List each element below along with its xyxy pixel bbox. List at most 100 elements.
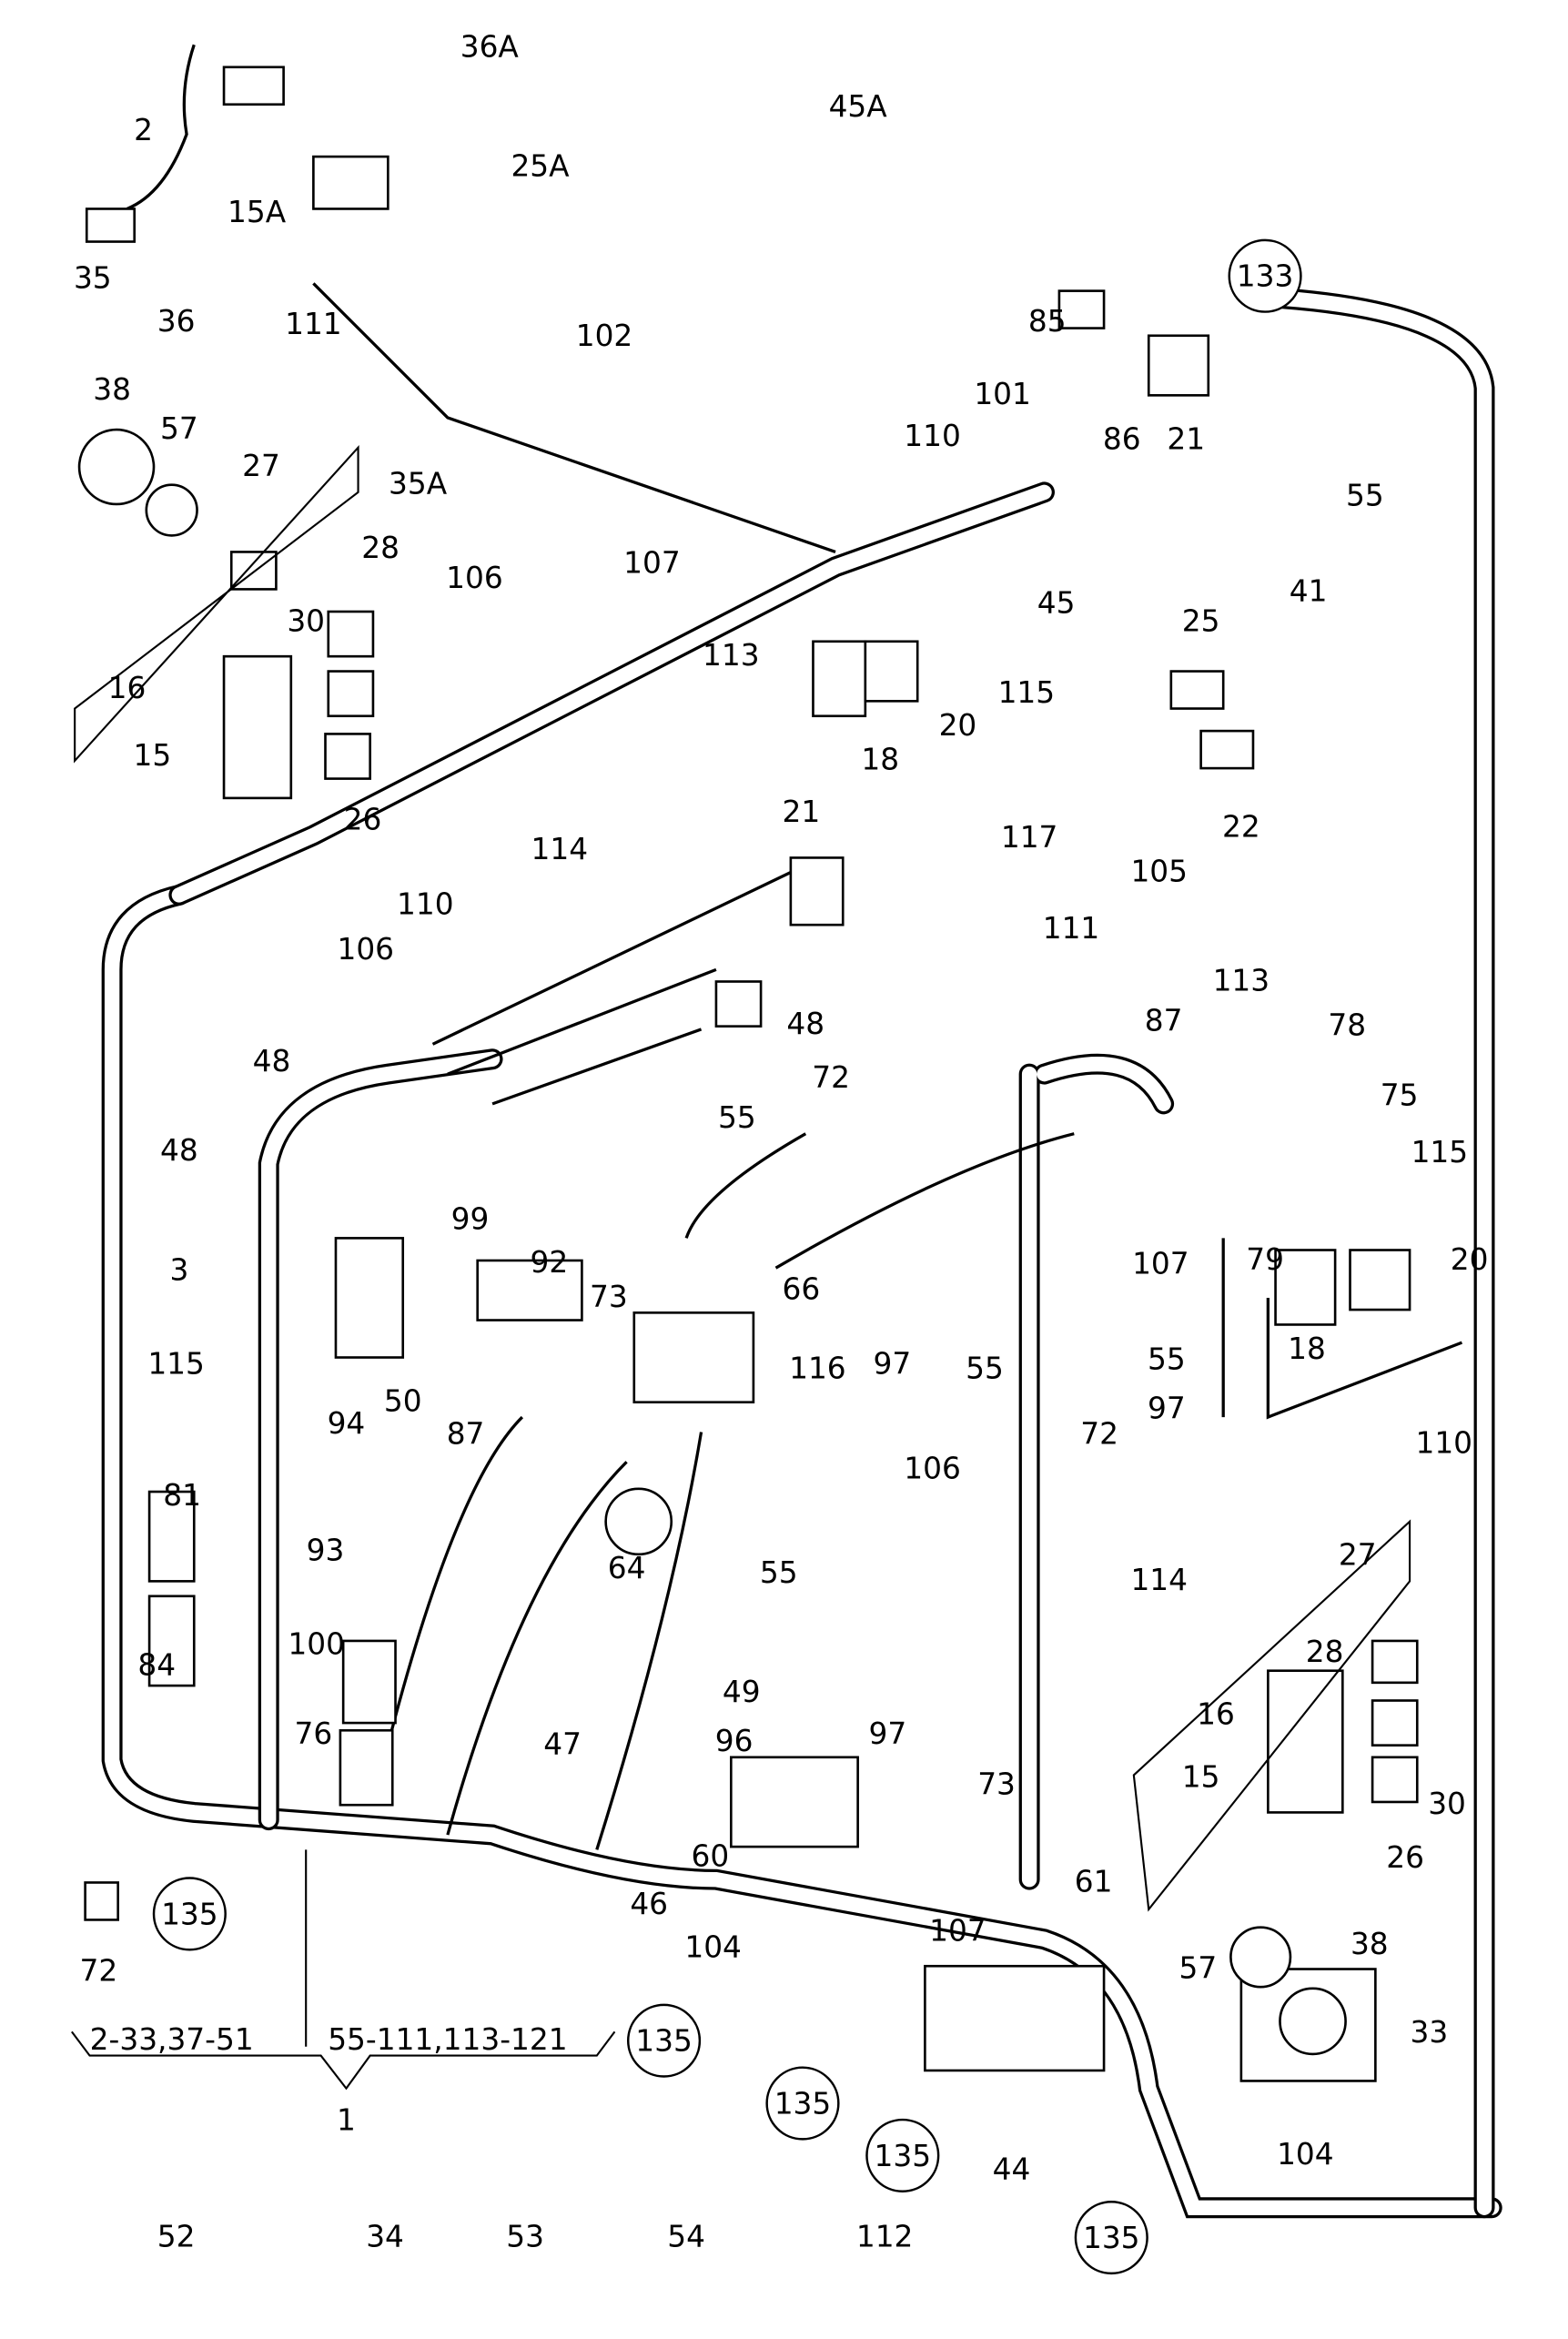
callout-66: 66 [782, 1272, 820, 1307]
circled-callout-135: 135 [875, 2139, 932, 2173]
callout-21: 21 [1167, 421, 1205, 456]
callout-73: 73 [977, 1767, 1016, 1802]
callout-circle [765, 2066, 840, 2141]
callout-115: 115 [1411, 1135, 1469, 1170]
callout-115: 115 [147, 1347, 205, 1382]
callout-97: 97 [1148, 1392, 1186, 1426]
callout-41: 41 [1290, 574, 1328, 609]
callout-18: 18 [1288, 1332, 1326, 1366]
callout-55: 55 [966, 1351, 1004, 1385]
callout-52: 52 [157, 2219, 196, 2253]
callout-106: 106 [337, 932, 394, 967]
callout-87: 87 [447, 1417, 485, 1452]
callout-106: 106 [446, 561, 503, 595]
callout-2: 2 [134, 113, 153, 147]
callout-104: 104 [1277, 2137, 1334, 2172]
callout-78: 78 [1328, 1007, 1366, 1042]
callout-47: 47 [543, 1727, 582, 1762]
callout-48: 48 [160, 1133, 198, 1168]
callout-87: 87 [1145, 1004, 1183, 1038]
callout-54: 54 [667, 2219, 705, 2253]
callout-16: 16 [1197, 1697, 1235, 1732]
callout-114: 114 [1130, 1563, 1188, 1597]
callout-113: 113 [703, 638, 760, 673]
callout-48: 48 [786, 1007, 824, 1041]
callout-circle [626, 2003, 702, 2078]
callout-111: 111 [285, 307, 342, 341]
callout-38: 38 [1351, 1927, 1389, 1961]
callout-101: 101 [974, 377, 1031, 411]
callout-107: 107 [1132, 1247, 1189, 1281]
callout-16: 16 [108, 671, 147, 705]
callout-72: 72 [80, 1954, 118, 1989]
callout-36: 36 [157, 304, 196, 339]
callout-55: 55 [718, 1100, 756, 1135]
callout-3: 3 [169, 1252, 188, 1287]
callout-85: 85 [1028, 304, 1067, 339]
callout-21: 21 [782, 795, 820, 829]
callout-61: 61 [1075, 1864, 1113, 1899]
callout-116: 116 [789, 1351, 846, 1385]
callout-22: 22 [1222, 809, 1260, 844]
callout-79: 79 [1246, 1242, 1284, 1277]
callout-15: 15 [1182, 1760, 1220, 1795]
callout-48: 48 [253, 1044, 291, 1078]
callout-34: 34 [366, 2219, 404, 2253]
group-number: 1 [337, 2103, 356, 2138]
circled-callout-135: 135 [635, 2024, 693, 2059]
callout-45A: 45A [829, 89, 888, 124]
callout-18: 18 [861, 743, 899, 777]
callout-92: 92 [531, 1245, 569, 1280]
callout-20: 20 [1451, 1242, 1489, 1277]
callout-102: 102 [576, 319, 633, 353]
callout-110: 110 [904, 419, 961, 453]
callout-35: 35 [74, 260, 112, 295]
callout-55: 55 [1346, 479, 1384, 513]
callout-114: 114 [531, 832, 589, 866]
circled-callout-135: 135 [774, 2087, 832, 2121]
callout-57: 57 [1179, 1950, 1217, 1985]
callout-64: 64 [608, 1551, 646, 1585]
callout-106: 106 [904, 1451, 961, 1485]
callout-94: 94 [328, 1406, 366, 1441]
callout-112: 112 [856, 2219, 914, 2253]
callout-104: 104 [684, 1929, 742, 1964]
callout-49: 49 [723, 1675, 761, 1709]
callout-86: 86 [1103, 421, 1141, 456]
callout-35A: 35A [389, 467, 448, 501]
callout-105: 105 [1130, 855, 1188, 889]
callout-110: 110 [397, 887, 454, 922]
callout-circle [1074, 2200, 1148, 2275]
group-range-right: 55-111,113-121 [328, 2022, 567, 2057]
callout-75: 75 [1381, 1078, 1419, 1113]
callout-15A: 15A [228, 195, 287, 229]
callout-96: 96 [715, 1724, 754, 1758]
callout-25A: 25A [511, 148, 570, 183]
callout-107: 107 [623, 545, 681, 580]
callout-45: 45 [1037, 586, 1076, 621]
circled-callout-135: 135 [1083, 2221, 1140, 2255]
callout-100: 100 [288, 1627, 345, 1662]
callout-110: 110 [1415, 1425, 1472, 1460]
callout-60: 60 [692, 1838, 730, 1873]
callout-111: 111 [1043, 911, 1100, 946]
callout-15: 15 [134, 738, 172, 773]
callout-73: 73 [590, 1280, 628, 1314]
callout-117: 117 [1001, 820, 1058, 855]
callout-27: 27 [1339, 1537, 1377, 1572]
callout-84: 84 [137, 1648, 176, 1683]
callout-97: 97 [873, 1347, 911, 1382]
callout-26: 26 [1386, 1840, 1424, 1875]
callout-55: 55 [1148, 1342, 1186, 1377]
callout-labels: 36A 2 25A 45A 15A 35 85 102 36 111 101 86 21 38 57 110 3… [74, 29, 1489, 2253]
callout-46: 46 [630, 1887, 668, 1921]
callout-27: 27 [242, 449, 280, 483]
callout-81: 81 [163, 1478, 201, 1513]
callout-circle [152, 1877, 227, 1951]
callout-28: 28 [1306, 1635, 1344, 1669]
callout-circle [865, 2118, 940, 2192]
callout-72: 72 [1080, 1417, 1118, 1452]
callout-38: 38 [93, 372, 131, 407]
callout-36A: 36A [460, 29, 520, 64]
